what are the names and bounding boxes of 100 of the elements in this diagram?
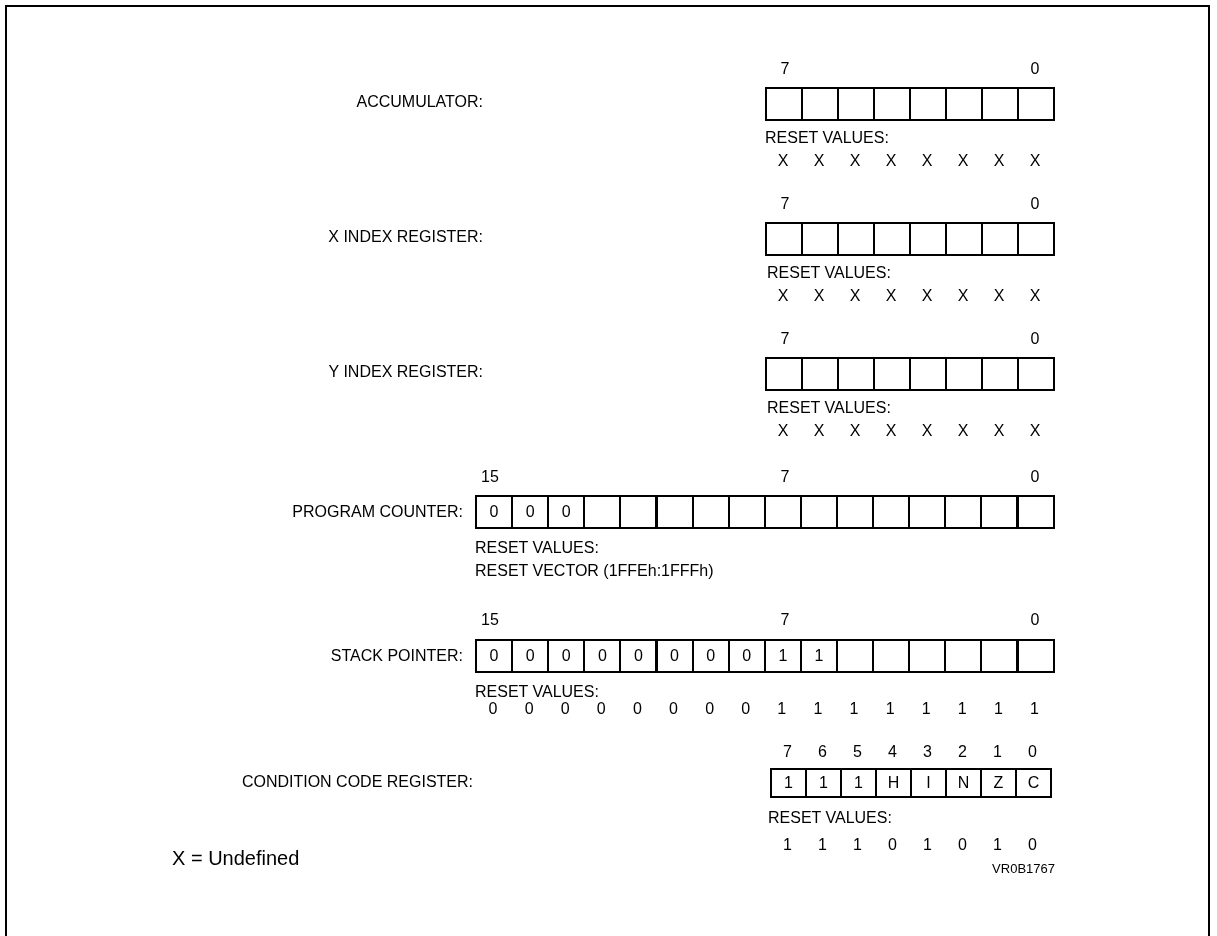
bit-number: 4: [888, 743, 897, 761]
reset-value: X: [813, 422, 825, 440]
bit-number: 7: [780, 611, 790, 629]
reset-value: 1: [777, 700, 787, 718]
reset-value: 1: [885, 700, 895, 718]
bit-cell: 0: [619, 639, 658, 673]
reset-value: X: [885, 422, 897, 440]
bit-cell: 1: [840, 768, 877, 798]
reset-value: 0: [1028, 836, 1037, 854]
reset-value: X: [1029, 152, 1041, 170]
bit-cell: 0: [511, 639, 550, 673]
reset-value: X: [849, 287, 861, 305]
reset-value: 0: [488, 700, 498, 718]
reset-value: X: [921, 287, 933, 305]
reset-value: X: [885, 152, 897, 170]
legend-note: X = Undefined: [172, 847, 300, 869]
bit-cell: 0: [727, 639, 766, 673]
bit-number: 7: [780, 60, 790, 78]
reset-value: X: [813, 152, 825, 170]
register-name: STACK POINTER:: [330, 647, 463, 665]
reset-value: X: [993, 287, 1005, 305]
bit-cell: 0: [655, 639, 694, 673]
bit-number: 15: [481, 611, 499, 629]
bit-cell: 0: [475, 495, 514, 529]
reset-value: X: [1029, 422, 1041, 440]
reset-value: 1: [853, 836, 862, 854]
bit-number: 0: [1030, 195, 1040, 213]
bit-cell: 0: [583, 639, 622, 673]
bit-cell: 1: [763, 639, 802, 673]
bit-cell: N: [945, 768, 982, 798]
register-name: Y INDEX REGISTER:: [328, 363, 483, 381]
reset-value: 1: [1030, 700, 1039, 718]
bit-number: 7: [783, 743, 792, 761]
reset-value: 0: [741, 700, 751, 718]
reset-value: X: [849, 422, 861, 440]
reset-label: RESET VALUES:: [475, 539, 599, 557]
bit-number: 7: [780, 468, 790, 486]
reset-label: RESET VALUES:: [475, 683, 599, 701]
reset-value: 0: [669, 700, 678, 718]
bit-cell: H: [875, 768, 912, 798]
reset-value: 1: [957, 700, 967, 718]
register-name: PROGRAM COUNTER:: [292, 503, 463, 521]
figure-code: VR0B1767: [992, 860, 1055, 876]
bit-cell: C: [1015, 768, 1052, 798]
reset-value: X: [777, 287, 789, 305]
bit-number: 7: [780, 330, 790, 348]
bit-cell: 0: [511, 495, 550, 529]
bit-cell: I: [910, 768, 947, 798]
bit-cell: 0: [547, 639, 586, 673]
bit-number: 7: [780, 195, 790, 213]
reset-value: 1: [783, 836, 792, 854]
reset-value: X: [849, 152, 861, 170]
reset-value: X: [957, 287, 969, 305]
bit-number: 2: [958, 743, 967, 761]
reset-value: 0: [524, 700, 534, 718]
reset-value: 1: [818, 836, 827, 854]
register-name: X INDEX REGISTER:: [328, 228, 483, 246]
bit-number: 0: [1028, 743, 1037, 761]
bit-number: 0: [1030, 611, 1040, 629]
bit-number: 0: [1030, 330, 1040, 348]
bit-cell: 1: [770, 768, 807, 798]
reset-value: X: [921, 152, 933, 170]
reset-value: 0: [596, 700, 606, 718]
reset-value: 0: [958, 836, 967, 854]
reset-value: 1: [993, 836, 1002, 854]
reset-label: RESET VALUES:: [767, 399, 891, 417]
bit-number: 5: [853, 743, 862, 761]
bit-cell: 1: [805, 768, 842, 798]
bit-number: 15: [481, 468, 499, 486]
reset-label: RESET VALUES:: [767, 264, 891, 282]
reset-value: X: [957, 422, 969, 440]
bit-cell: 0: [547, 495, 586, 529]
reset-value: X: [921, 422, 933, 440]
bit-number: 0: [1030, 60, 1040, 78]
bit-cell: 1: [799, 639, 838, 673]
reset-label: RESET VALUES:: [765, 129, 889, 147]
bit-cell: 0: [691, 639, 730, 673]
bit-number: 3: [923, 743, 932, 761]
reset-value: X: [885, 287, 897, 305]
reset-value: X: [813, 287, 825, 305]
bit-cell: Z: [980, 768, 1017, 798]
reset-vector-note: RESET VECTOR (1FFEh:1FFFh): [475, 562, 714, 580]
reset-value: 1: [813, 700, 823, 718]
reset-label: RESET VALUES:: [768, 809, 892, 827]
reset-value: X: [777, 422, 789, 440]
reset-value: X: [993, 152, 1005, 170]
bit-number: 0: [1030, 468, 1040, 486]
reset-value: 1: [923, 836, 932, 854]
bit-number: 6: [818, 743, 827, 761]
reset-value: 0: [560, 700, 570, 718]
reset-value: 1: [993, 700, 1003, 718]
register-name: ACCUMULATOR:: [356, 93, 483, 111]
reset-value: X: [1029, 287, 1041, 305]
reset-value: X: [957, 152, 969, 170]
register-name: CONDITION CODE REGISTER:: [241, 773, 473, 791]
reset-value: X: [777, 152, 789, 170]
reset-value: 0: [632, 700, 642, 718]
reset-value: 1: [849, 700, 859, 718]
reset-value: X: [993, 422, 1005, 440]
reset-value: 0: [888, 836, 897, 854]
